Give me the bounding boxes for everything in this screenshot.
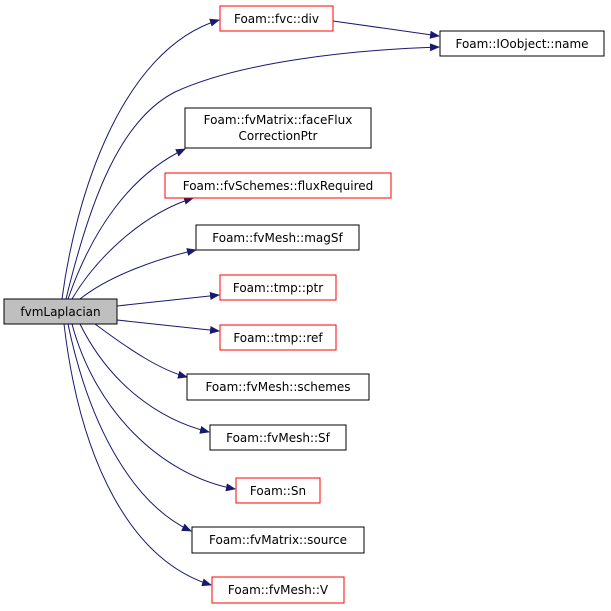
node-magsf[interactable]: Foam::fvMesh::magSf <box>195 224 360 251</box>
node-label: Foam::Sn <box>250 484 306 498</box>
node-label: Foam::fvMesh::Sf <box>226 431 331 445</box>
node-label: Foam::fvMesh::schemes <box>205 380 350 394</box>
node-source[interactable]: Foam::fvMatrix::source <box>191 526 365 554</box>
node-label-line1: Foam::fvMatrix::faceFlux <box>204 113 353 127</box>
root-node-fvmlaplacian[interactable]: fvmLaplacian <box>3 298 118 325</box>
node-ioobject-name[interactable]: Foam::IOobject::name <box>439 30 605 57</box>
node-tmp-ref[interactable]: Foam::tmp::ref <box>219 324 337 351</box>
node-schemes[interactable]: Foam::fvMesh::schemes <box>186 373 370 401</box>
node-label: Foam::fvc::div <box>234 12 319 26</box>
edge-root-to-ref <box>116 319 220 335</box>
node-fvc-div[interactable]: Foam::fvc::div <box>219 5 334 32</box>
node-facefluxcorrectionptr[interactable]: Foam::fvMatrix::faceFlux CorrectionPtr <box>184 107 372 149</box>
node-v[interactable]: Foam::fvMesh::V <box>211 576 345 604</box>
edge-root-to-fluxrequired <box>71 196 194 300</box>
edge-root-to-div <box>61 18 220 300</box>
node-label: Foam::tmp::ptr <box>233 281 323 295</box>
edge-root-to-magsf <box>79 248 197 300</box>
edge-root-to-v <box>63 323 212 587</box>
edge-root-to-schemes <box>94 323 188 379</box>
node-tmp-ptr[interactable]: Foam::tmp::ptr <box>219 274 337 301</box>
edge-root-to-source <box>67 323 192 532</box>
edge-root-to-name <box>65 43 440 300</box>
edge-root-to-sn <box>71 323 236 492</box>
node-label: fvmLaplacian <box>20 305 100 319</box>
edge-root-to-ptr <box>116 291 220 307</box>
edge-root-to-faceflux <box>67 148 186 300</box>
node-fluxrequired[interactable]: Foam::fvSchemes::fluxRequired <box>164 172 392 199</box>
node-sf[interactable]: Foam::fvMesh::Sf <box>209 424 347 451</box>
node-label: Foam::fvSchemes::fluxRequired <box>183 179 374 193</box>
node-label: Foam::fvMesh::magSf <box>212 231 343 245</box>
node-label: Foam::tmp::ref <box>233 331 323 345</box>
node-label: Foam::fvMesh::V <box>228 583 329 597</box>
node-label: Foam::fvMatrix::source <box>209 533 347 547</box>
node-sn[interactable]: Foam::Sn <box>235 477 321 504</box>
node-label-line2: CorrectionPtr <box>239 129 318 143</box>
node-label: Foam::IOobject::name <box>455 37 588 51</box>
edge-root-to-sf <box>79 323 210 434</box>
edge-div-to-name <box>332 20 440 39</box>
